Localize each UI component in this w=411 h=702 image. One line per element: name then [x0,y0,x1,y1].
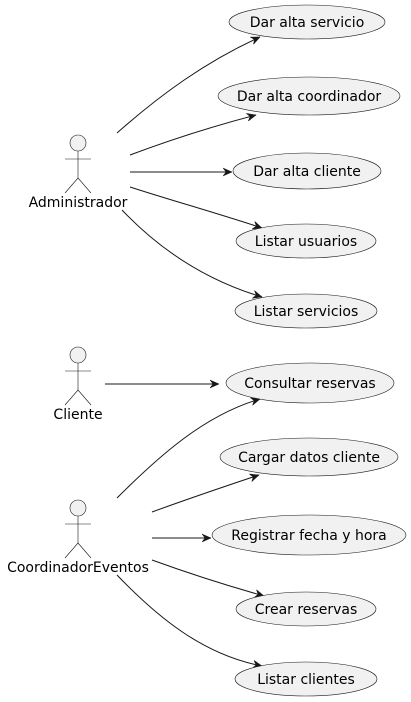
association-admin-uc2 [129,115,256,156]
use-case-uc5[interactable]: Listar servicios [234,293,378,329]
use-case-label: Dar alta servicio [250,15,365,31]
use-case-ellipse [219,437,399,477]
actor-label: Administrador [29,195,128,211]
use-case-uc10[interactable]: Listar clientes [234,661,378,697]
actor-admin[interactable]: Administrador [29,134,128,211]
association-admin-uc4 [129,186,262,228]
associations-layer [105,36,264,666]
use-case-uc9[interactable]: Crear reservas [235,591,377,627]
use-case-ellipse [234,661,378,697]
actor-head-icon [69,346,87,364]
use-case-ellipse [235,591,377,627]
use-case-label: Listar usuarios [255,234,357,250]
actor-body-icon [64,151,92,194]
association-admin-uc1 [116,36,260,134]
actor-head-icon [69,499,87,517]
use-case-label: Crear reservas [255,602,358,618]
use-case-label: Dar alta coordinador [237,89,382,105]
use-case-ellipse [225,362,395,404]
association-coord-uc6 [116,399,260,499]
association-coord-uc10 [116,574,262,666]
use-case-ellipse [232,152,382,190]
actor-cliente[interactable]: Cliente [53,346,103,423]
use-case-ellipse [228,4,386,40]
use-case-label: Registrar fecha y hora [231,528,386,544]
association-coord-uc7 [151,475,259,513]
use-case-ellipse [235,223,377,259]
use-case-label: Listar servicios [254,304,359,320]
use-case-uc6[interactable]: Consultar reservas [225,362,395,404]
use-case-uc3[interactable]: Dar alta cliente [232,152,382,190]
use-case-ellipse [217,76,401,116]
actor-label: Cliente [53,407,102,423]
actor-body-icon [64,363,92,406]
use-case-label: Dar alta cliente [253,164,361,180]
actor-coord[interactable]: CoordinadorEventos [7,499,149,576]
use-case-uc7[interactable]: Cargar datos cliente [219,437,399,477]
use-case-label: Listar clientes [257,672,355,688]
association-admin-uc5 [121,209,262,297]
use-case-ellipse [234,293,378,329]
use-case-label: Consultar reservas [244,376,375,392]
association-coord-uc9 [151,559,264,596]
use-case-uc2[interactable]: Dar alta coordinador [217,76,401,116]
use-case-label: Cargar datos cliente [238,450,380,466]
use-case-uc8[interactable]: Registrar fecha y hora [211,514,407,556]
actor-label: CoordinadorEventos [7,560,149,576]
actor-head-icon [69,134,87,152]
use-case-ellipse [211,514,407,556]
actor-body-icon [64,516,92,559]
use-case-uc4[interactable]: Listar usuarios [235,223,377,259]
use-case-uc1[interactable]: Dar alta servicio [228,4,386,40]
